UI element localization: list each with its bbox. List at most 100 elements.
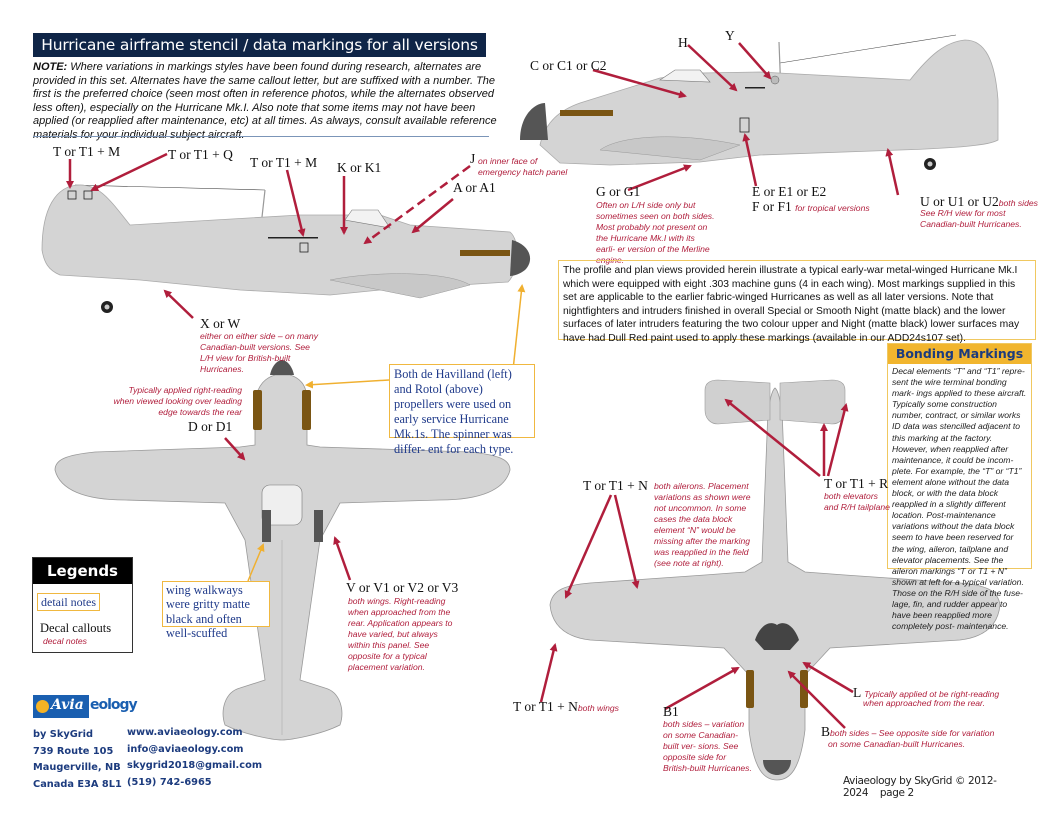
callout-t-m-tail: T or T1 + M (53, 144, 121, 159)
fuselage (539, 39, 999, 166)
radiator (329, 273, 471, 299)
note-g: Often on L/H side only but sometimes see… (596, 200, 715, 265)
arrow-y (738, 42, 772, 80)
callout-e: E or E1 or E2 (752, 184, 827, 199)
callout-h: H (678, 35, 688, 50)
tailplane-right (779, 379, 846, 425)
arrow-b (787, 670, 846, 729)
tailplane-left (704, 379, 771, 425)
callout-u-label: U or U1 or U2 (920, 194, 999, 209)
logo-text-avia: Avia (51, 697, 84, 713)
copyright-line: Aviaeology by SkyGrid © 2012-2024 page 2 (843, 775, 1057, 799)
email-link-2[interactable]: skygrid2018@gmail.com (127, 760, 263, 772)
spinner (510, 240, 531, 276)
callout-b-label: B (821, 724, 831, 739)
spinner (270, 360, 294, 375)
legend-decal-callouts: Decal callouts (40, 621, 112, 635)
note-d: Typically applied right-reading when vie… (113, 385, 242, 417)
radiator (599, 136, 741, 161)
callout-t-n-ailerons: T or T1 + N (583, 478, 648, 493)
arrow-t-n-ail-1 (564, 494, 613, 599)
address-block: by SkyGrid 739 Route 105 Maugerville, NB… (33, 727, 122, 793)
callout-x: X or W (200, 316, 241, 331)
note-u-inline: both sides (998, 198, 1038, 208)
canopy (261, 484, 303, 526)
note-t-r: both elevators and R/H tailplane (824, 491, 890, 512)
note-f: for tropical versions (795, 203, 870, 213)
arrow-prop-detail (305, 379, 390, 389)
arrow-t-q (90, 152, 168, 192)
aerial-wire (779, 34, 957, 64)
callout-l-label: L (853, 685, 861, 700)
email-link[interactable]: info@aviaeology.com (127, 743, 244, 755)
contact-block: www.aviaeology.com info@aviaeology.com s… (127, 725, 262, 791)
note-x: either on either side – on many Canadian… (200, 331, 318, 374)
arrow-d (224, 437, 246, 461)
walkway-right (314, 510, 323, 542)
airframe-top (54, 374, 511, 741)
arrow-e (742, 133, 758, 187)
note-t-n-wings: both wings (577, 703, 619, 713)
top-view (54, 360, 511, 741)
note-b-2: on some Canadian-built Hurricanes. (828, 739, 966, 749)
callout-t-r: T or T1 + R (824, 476, 889, 491)
callout-f: F or F1 for tropical versions (752, 199, 870, 215)
website-link[interactable]: www.aviaeology.com (127, 727, 243, 738)
page-title: Hurricane airframe stencil / data markin… (33, 33, 486, 57)
callout-b1: B1 (663, 704, 679, 719)
lh-profile-view (41, 152, 531, 371)
stencil-y (770, 75, 780, 85)
copyright-text: Aviaeology by SkyGrid © 2012-2024 (843, 775, 997, 799)
callout-y: Y (725, 28, 735, 43)
address-line: Canada E3A 8L1 (33, 778, 122, 790)
arrow-t-n-wing (539, 643, 558, 703)
note-b1: both sides – variation on some Canadian-… (663, 719, 752, 773)
arrow-j (363, 164, 471, 245)
arrow-t-r-3 (826, 403, 849, 477)
spinner (763, 760, 791, 775)
arrow-u (885, 148, 900, 196)
aviaeology-logo: Avia eology (33, 695, 138, 718)
note-label: NOTE: (33, 61, 68, 73)
page-number: page 2 (879, 787, 914, 799)
callout-t-q: T or T1 + Q (168, 147, 233, 162)
stencil-h (745, 87, 765, 89)
note-t-n-ailerons: both ailerons. Placement variations as s… (654, 481, 751, 568)
legend-title: Legends (33, 558, 132, 584)
arrow-b1 (664, 666, 740, 711)
legend-box: Legends detail notes Decal callouts deca… (32, 557, 133, 653)
note-u: See R/H view for most Canadian-built Hur… (920, 208, 1022, 229)
legend-decal-notes: decal notes (43, 636, 87, 646)
info-box: The profile and plan views provided here… (558, 260, 1036, 344)
bonding-markings-title: Bonding Markings (888, 344, 1031, 364)
exhaust-left (746, 670, 754, 708)
callout-t-m-fus: T or T1 + M (250, 155, 318, 170)
address-line: by SkyGrid (33, 729, 94, 740)
legend-detail-notes: detail notes (37, 593, 100, 611)
stencil-t-tail (67, 190, 77, 200)
prop-detail-note: Both de Havilland (left) and Rotol (abov… (389, 364, 535, 456)
logo-sun-icon (36, 700, 49, 713)
exhaust-right (302, 390, 311, 430)
note-b: both sides – See opposite side for varia… (830, 728, 995, 738)
callout-u: U or U1 or U2both sides (920, 194, 1038, 210)
stencil-t-q (83, 190, 93, 200)
callout-g: G or G1 (596, 184, 641, 199)
divider (33, 136, 489, 137)
note-text: Where variations in markings styles have… (33, 61, 497, 141)
exhaust-left (253, 390, 262, 430)
walkway-left (262, 510, 271, 542)
exhaust (560, 110, 613, 116)
address-line: Maugerville, NB (33, 762, 121, 774)
callout-j: J (470, 151, 476, 166)
callout-c: C or C1 or C2 (530, 58, 607, 73)
stencil-e (739, 117, 750, 133)
note-l: Typically applied ot be right-reading (864, 689, 1000, 699)
note-l-2: when approached from the rear. (863, 698, 985, 708)
callout-k: K or K1 (337, 160, 382, 175)
callout-t-n-wings-label: T or T1 + N (513, 699, 578, 714)
callout-f-label: F or F1 (752, 199, 792, 214)
arrow-walkway-detail (247, 543, 265, 582)
fuselage (41, 184, 518, 296)
